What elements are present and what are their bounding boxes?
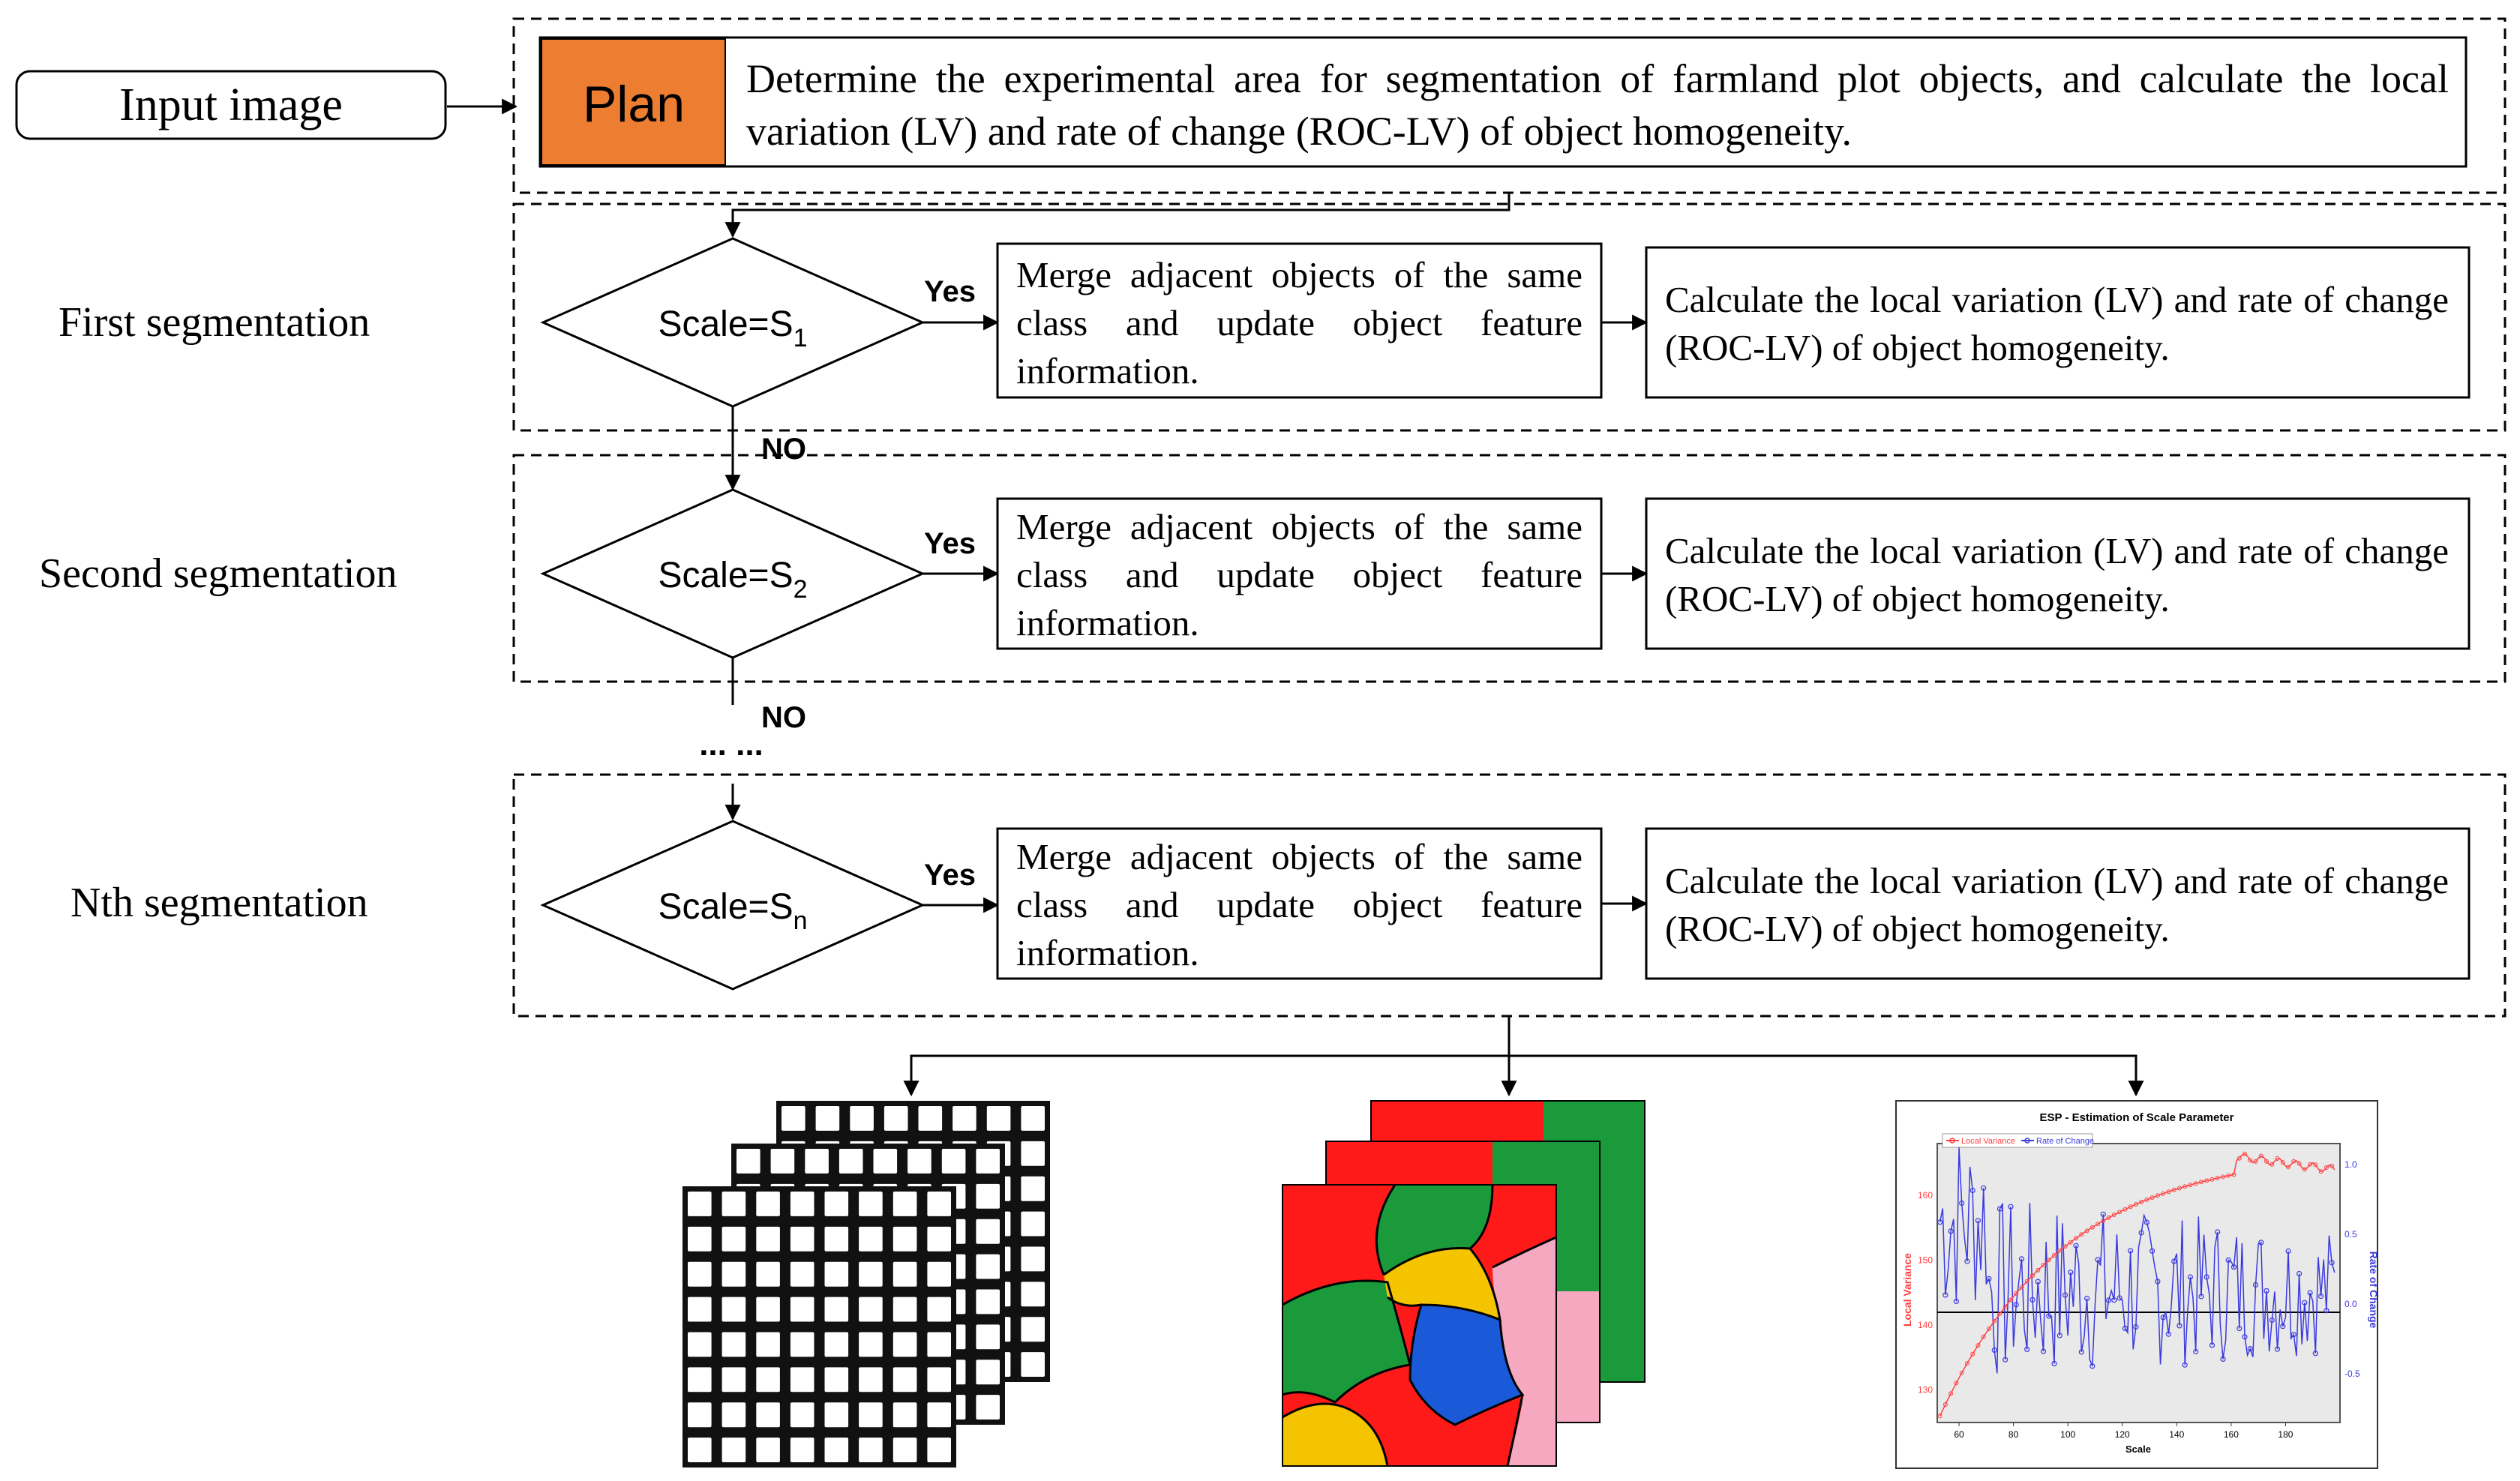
second-stage-container — [512, 454, 2506, 683]
esp-y-right-tick: 1.0 — [2344, 1159, 2357, 1170]
ellipsis: ... ... — [699, 726, 764, 763]
esp-x-tick: 100 — [2060, 1429, 2075, 1440]
second-calc-text: Calculate the local variation (LV) and r… — [1665, 530, 2449, 619]
nth-calc-box — [1645, 827, 2470, 980]
plan-label-box — [541, 38, 726, 166]
second-no-label: NO — [761, 701, 806, 734]
esp-y-right-tick: 0.0 — [2344, 1299, 2357, 1309]
output-branch-right — [1509, 1054, 2144, 1097]
esp-y-left-tick: 150 — [1918, 1255, 1933, 1266]
first-calc-box — [1645, 246, 2470, 399]
second-calc-box — [1645, 497, 2470, 650]
plan-box — [538, 36, 2468, 168]
esp-y-left-tick: 130 — [1918, 1385, 1933, 1396]
second-merge-box — [996, 497, 1603, 650]
first-no-label: NO — [761, 433, 806, 466]
first-merge-text: Merge adjacent objects of the same class… — [1016, 254, 1582, 391]
esp-y-right-tick: -0.5 — [2344, 1369, 2360, 1379]
second-merge-text: Merge adjacent objects of the same class… — [1016, 506, 1582, 643]
esp-x-tick: 60 — [1954, 1429, 1964, 1440]
second-yes-label: Yes — [924, 527, 976, 560]
map-region-green-left — [1282, 1281, 1410, 1402]
esp-y-left-tick: 160 — [1918, 1190, 1933, 1201]
esp-ylabel-left: Local Variance — [1901, 1253, 1913, 1327]
plan-to-first-connector — [724, 193, 1510, 238]
map-region-blue — [1410, 1305, 1522, 1425]
map-region-green-top — [1376, 1185, 1492, 1275]
esp-x-tick: 120 — [2115, 1429, 2130, 1440]
esp-lv-series — [1937, 1151, 2336, 1419]
esp-x-tick: 180 — [2278, 1429, 2293, 1440]
nth-merge-text: Merge adjacent objects of the same class… — [1016, 836, 1582, 973]
esp-legend-lv: Local Variance — [1961, 1137, 2015, 1146]
esp-legend-roc: Rate of Change — [2036, 1137, 2094, 1146]
grid-layer — [682, 1186, 956, 1468]
first-yes-label: Yes — [924, 275, 976, 308]
esp-chart: ESP - Estimation of Scale Parameter Loca… — [1895, 1100, 2380, 1469]
nth-scale-diamond — [540, 820, 926, 991]
esp-x-tick: 140 — [2169, 1429, 2184, 1440]
nth-calc-text: Calculate the local variation (LV) and r… — [1665, 860, 2449, 949]
esp-legend: Local Variance Rate of Change — [1942, 1133, 2094, 1148]
input-image-label: Input image — [119, 79, 343, 130]
map-region-pink — [1492, 1237, 1556, 1466]
output-branch-left — [903, 1054, 1509, 1097]
nth-scale-text: Scale=Sn — [658, 887, 807, 935]
second-scale-text: Scale=S2 — [658, 556, 807, 604]
first-merge-box — [996, 242, 1603, 399]
nth-merge-box — [996, 827, 1603, 980]
segmentation-map-stack — [1282, 1100, 1646, 1467]
first-segmentation-label: First segmentation — [58, 299, 370, 346]
esp-y-right-tick: 0.5 — [2344, 1229, 2357, 1240]
esp-xlabel: Scale — [2126, 1444, 2151, 1455]
nth-segmentation-label: Nth segmentation — [70, 880, 368, 926]
esp-ylabel-right: Rate of Change — [2368, 1252, 2380, 1329]
map-layer-front-edge — [1282, 1184, 1557, 1467]
grid-image-stack — [682, 1101, 1050, 1468]
map-region-yellow-bottom — [1282, 1404, 1388, 1466]
plan-label: Plan — [583, 76, 685, 133]
esp-chart-title: ESP - Estimation of Scale Parameter — [2040, 1111, 2234, 1124]
plan-description: Determine the experimental area for segm… — [746, 56, 2449, 154]
esp-roc-series — [1937, 1147, 2336, 1374]
map-region-yellow-top — [1384, 1248, 1500, 1320]
second-segmentation-label: Second segmentation — [39, 550, 398, 597]
first-calc-text: Calculate the local variation (LV) and r… — [1665, 279, 2449, 368]
esp-plot-area — [1936, 1143, 2341, 1423]
first-stage-container — [512, 202, 2506, 432]
esp-x-tick: 80 — [2008, 1429, 2019, 1440]
esp-x-tick: 160 — [2224, 1429, 2239, 1440]
nth-yes-label: Yes — [924, 859, 976, 892]
map-region-red-bottom — [1388, 1402, 1522, 1466]
esp-y-left-tick: 140 — [1918, 1320, 1933, 1330]
first-scale-text: Scale=S1 — [658, 304, 807, 352]
input-image-box — [15, 70, 447, 140]
